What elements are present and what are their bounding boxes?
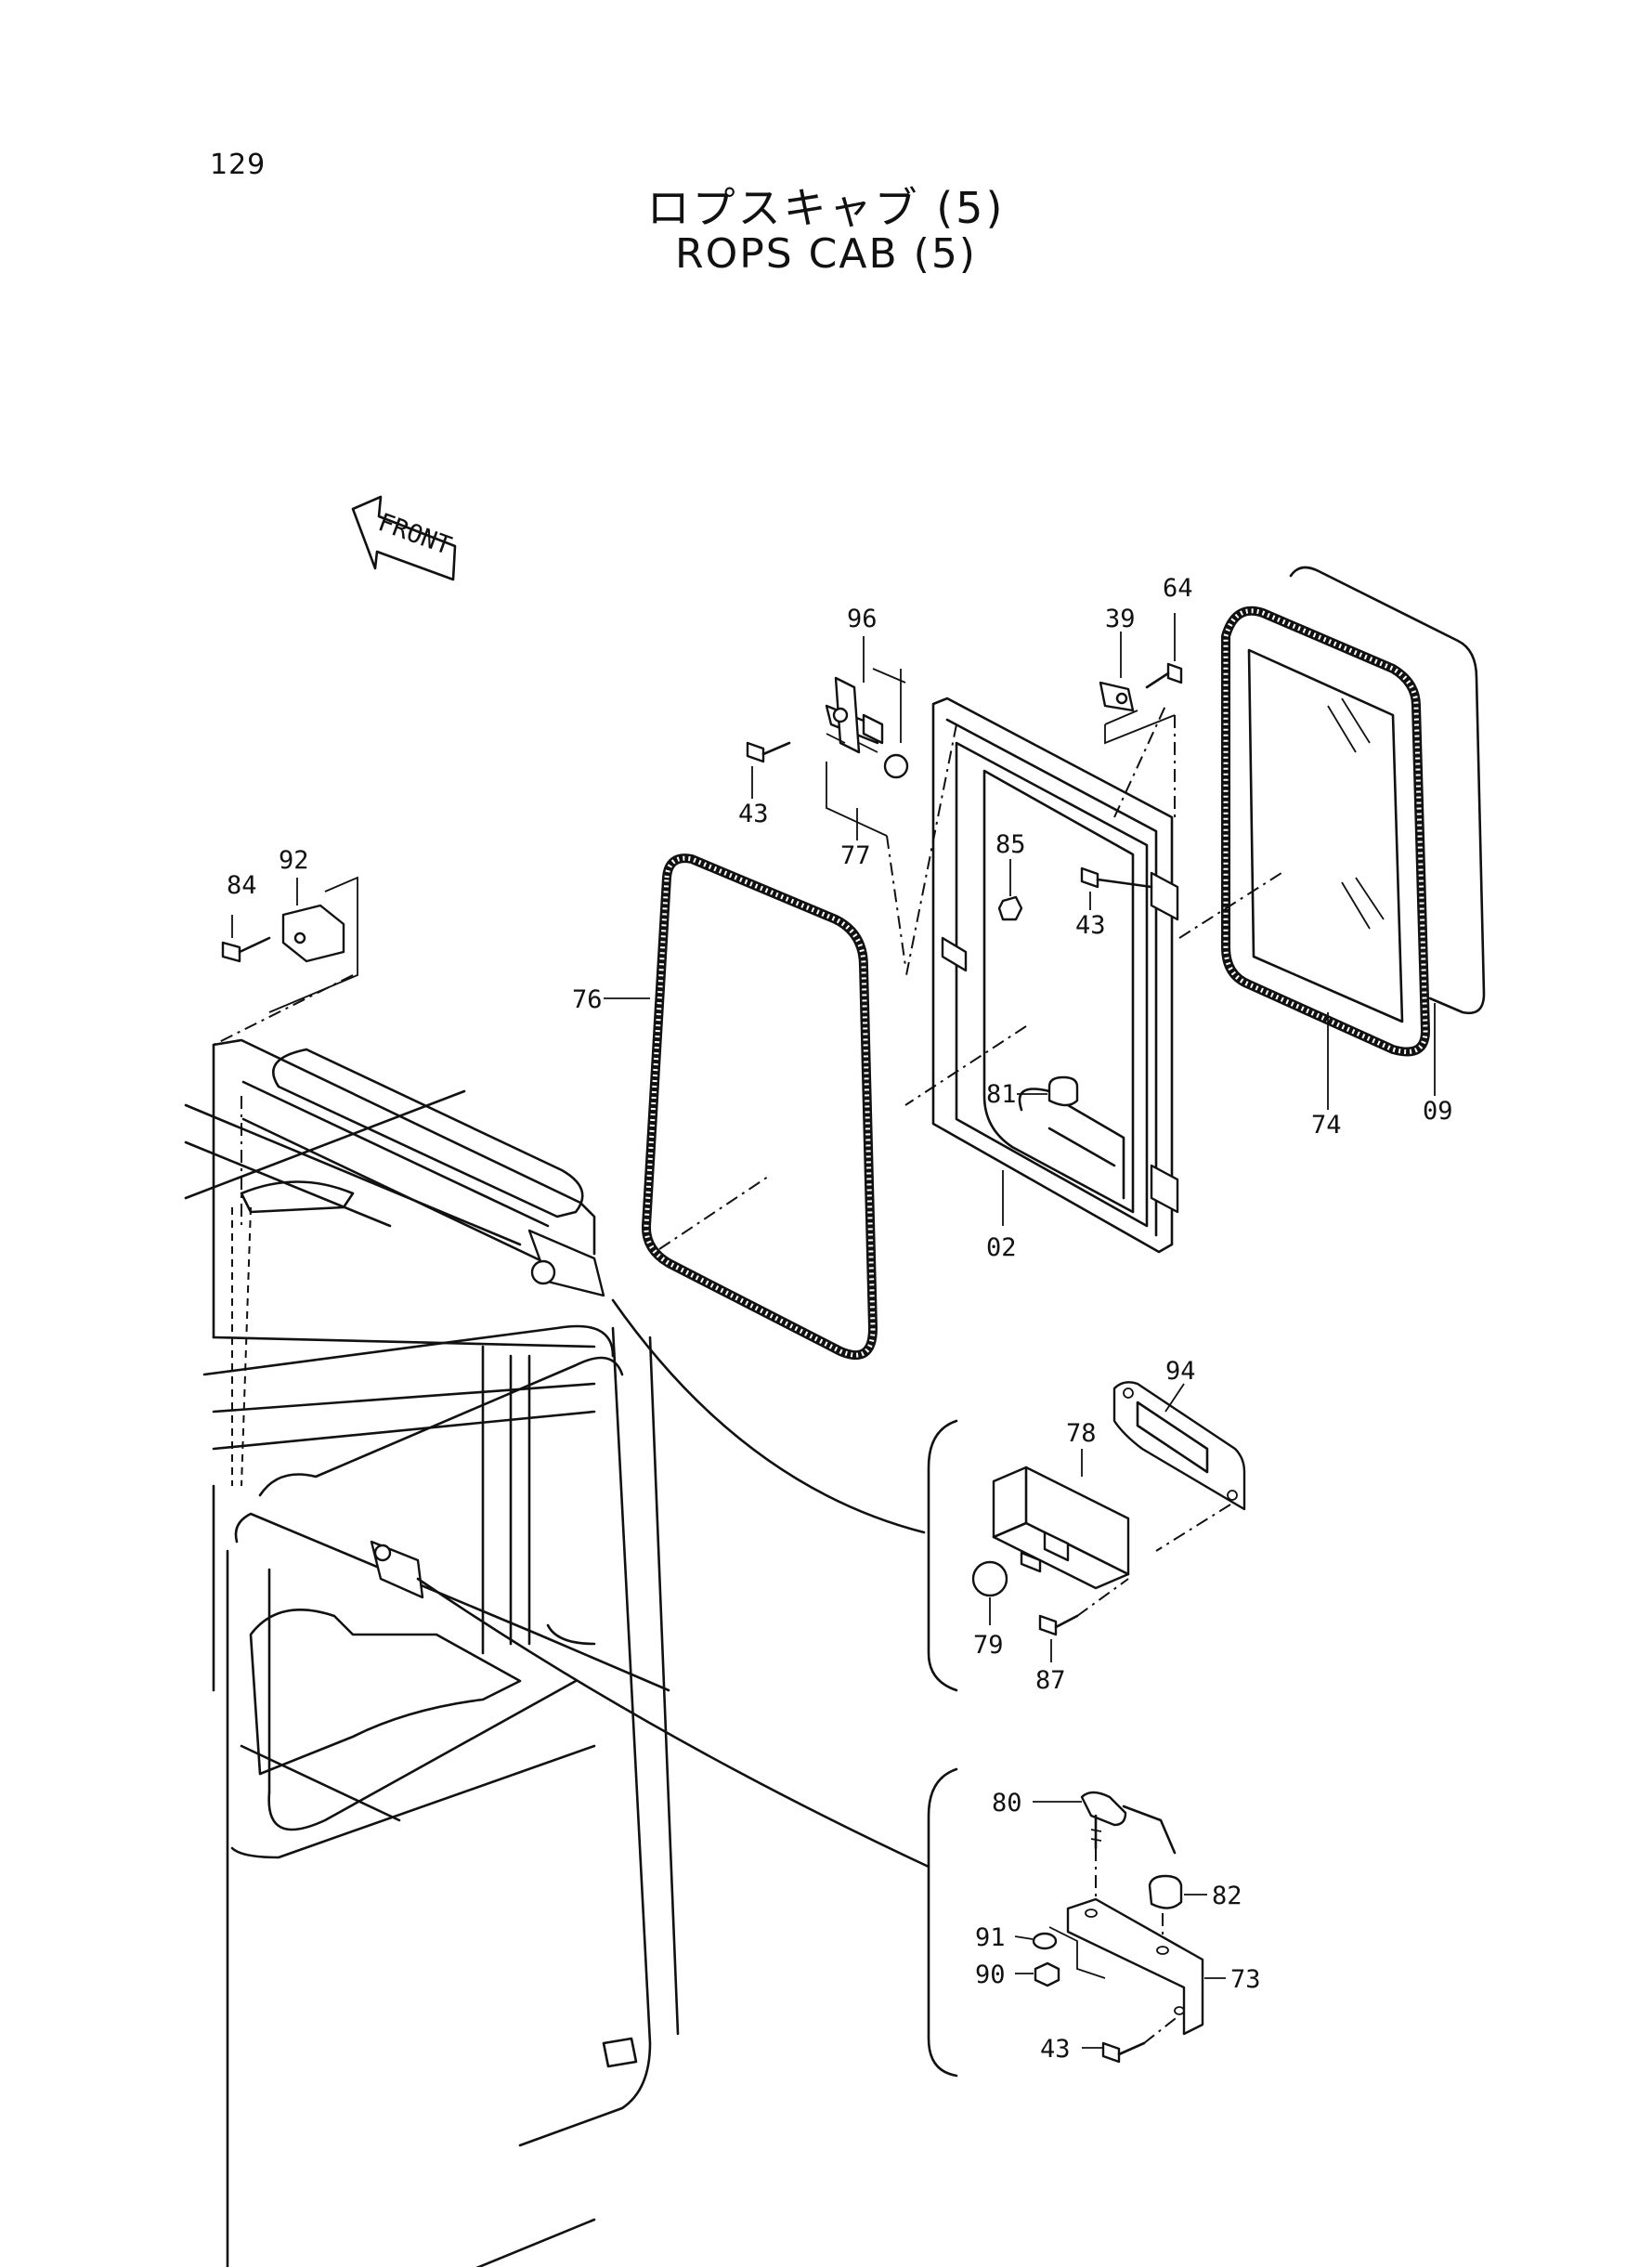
part-label-91: 91 [975, 1923, 1006, 1952]
part-label-43: 43 [1040, 2035, 1071, 2064]
part-label-02: 02 [986, 1233, 1017, 1262]
gasket-94 [1112, 1381, 1246, 1552]
part-label-73: 73 [1230, 1965, 1261, 1994]
part-label-80: 80 [992, 1789, 1022, 1818]
part-label-81: 81 [986, 1080, 1017, 1109]
part-label-79: 79 [973, 1631, 1004, 1660]
callout-line-73 [416, 1577, 930, 1869]
bracket-92 [213, 876, 358, 1046]
detail-bracket-upper [927, 1419, 958, 1692]
part-label-96: 96 [847, 605, 878, 633]
bolt-43-upper [746, 741, 791, 763]
part-label-77: 77 [840, 841, 871, 870]
washer-91 [1032, 1932, 1058, 1950]
part-label-87: 87 [1035, 1666, 1066, 1695]
part-label-43: 43 [738, 800, 769, 828]
detail-bracket-lower [927, 1767, 958, 2078]
part-label-76: 76 [572, 985, 603, 1014]
page-title-japanese: ロプスキャブ (5) [646, 183, 1006, 233]
bracket-73 [1048, 1897, 1204, 2036]
lever-80 [1080, 1791, 1177, 1904]
part-label-85: 85 [995, 830, 1026, 859]
part-label-09: 09 [1423, 1097, 1453, 1126]
page-number: 129 [210, 149, 267, 181]
part-label-74: 74 [1311, 1111, 1342, 1140]
ball-79 [971, 1560, 1008, 1597]
page-title-english: ROPS CAB (5) [675, 230, 977, 278]
seal-74 [1178, 606, 1430, 1057]
part-label-82: 82 [1212, 1882, 1242, 1910]
bolt-43-lower [1101, 2014, 1180, 2064]
part-label-64: 64 [1163, 574, 1193, 603]
bolt-87 [1038, 1578, 1129, 1636]
cab-frame [184, 1038, 680, 2267]
part-label-39: 39 [1105, 605, 1136, 633]
latch-78 [992, 1466, 1130, 1590]
callout-line-78 [611, 1298, 926, 1534]
latch-assembly-77 [825, 668, 909, 967]
part-label-84: 84 [227, 871, 257, 900]
part-label-43: 43 [1075, 911, 1106, 940]
nut-85 [997, 895, 1023, 921]
part-label-94: 94 [1165, 1357, 1196, 1386]
seal-76 [604, 853, 878, 1360]
door-latch-on-cab [370, 1229, 605, 1599]
front-arrow-icon: FRONT [351, 495, 457, 581]
bumper-81 [1017, 1075, 1079, 1107]
part-label-78: 78 [1066, 1419, 1097, 1448]
door-frame-02 [904, 697, 1179, 1254]
bolt-43-middle [1080, 866, 1153, 889]
nut-90 [1034, 1961, 1060, 1987]
part-label-92: 92 [279, 846, 309, 875]
hinge-bracket-39 [1099, 662, 1183, 817]
front-label: FRONT [374, 508, 455, 561]
glass-09 [1289, 566, 1486, 1015]
part-label-90: 90 [975, 1961, 1006, 1989]
